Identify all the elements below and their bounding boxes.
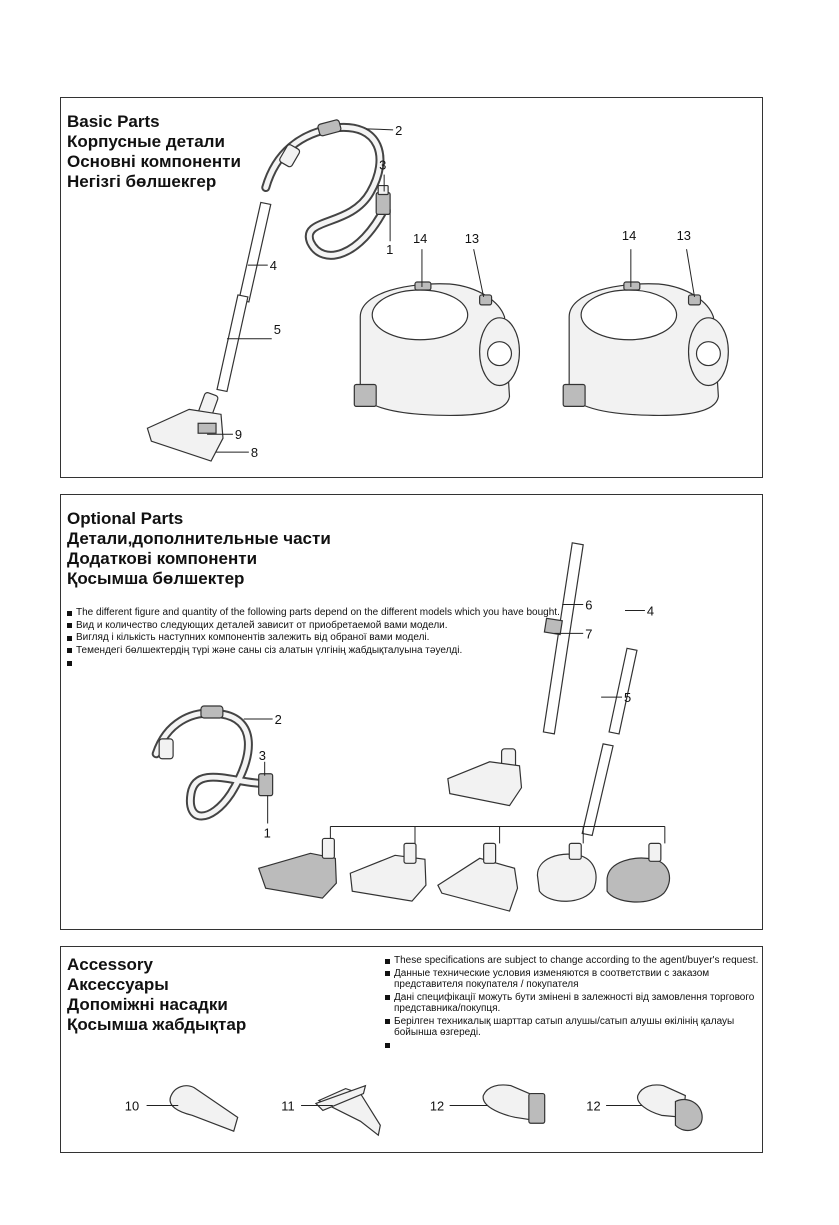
accessory-panel: 10 11 12 12 Accessory Аксессуары Допоміж…: [60, 946, 763, 1153]
vacuum-body-illustration: [353, 281, 521, 417]
callout-9: 9: [235, 427, 242, 442]
floor-brush-illustration: [146, 392, 224, 462]
callout-5: 5: [624, 690, 631, 705]
title-ru: Аксессуары: [67, 975, 169, 994]
callout-14: 14: [413, 231, 427, 246]
basic-parts-illustration: 2 3 1 4 5 9 8 14 13 14 13: [146, 119, 729, 462]
title-kk: Қосымша бөлшектер: [67, 569, 245, 588]
note-uk: Дані специфікації можуть бути змінені в …: [385, 992, 760, 1015]
callout-5: 5: [274, 322, 281, 337]
callout-3: 3: [379, 158, 386, 173]
title-ru: Корпусные детали: [67, 132, 225, 151]
tube-illustration: [542, 542, 638, 837]
title-kk: Негізгі бөлшекгер: [67, 172, 217, 191]
callout-1: 1: [386, 242, 393, 257]
note-en: The different figure and quantity of the…: [67, 607, 587, 619]
title-uk: Додаткові компоненти: [67, 549, 258, 568]
floor-brush-illustration: [349, 842, 427, 902]
accessory-titles: Accessory Аксессуары Допоміжні насадки Қ…: [67, 955, 246, 1035]
callout-1: 1: [264, 825, 271, 840]
callout-13: 13: [677, 228, 691, 243]
callout-13: 13: [465, 231, 479, 246]
callout-3: 3: [259, 748, 266, 763]
callout-12: 12: [586, 1098, 600, 1113]
title-en: Accessory: [67, 955, 154, 974]
title-kk: Қосымша жабдықтар: [67, 1015, 247, 1034]
callout-2: 2: [275, 712, 282, 727]
floor-brush-illustration: [447, 748, 523, 807]
note-kk: Темендегі бөлшектердің түрі және саны сі…: [67, 645, 587, 657]
callout-4: 4: [270, 258, 277, 273]
callout-4: 4: [647, 603, 654, 618]
callout-8: 8: [251, 445, 258, 460]
basic-parts-panel: 2 3 1 4 5 9 8 14 13 14 13 Basic Parts Ко…: [60, 97, 763, 478]
hose-illustration: [151, 705, 274, 821]
callout-14: 14: [622, 228, 636, 243]
title-ru: Детали,дополнительные части: [67, 529, 331, 548]
note-ru: Данные технические условия изменяются в …: [385, 968, 760, 991]
callout-6: 6: [585, 597, 592, 612]
floor-brush-illustration: [257, 837, 337, 899]
optional-parts-notes: The different figure and quantity of the…: [67, 607, 587, 666]
note-kk: Берілген техникалық шарттар сатып алушы/…: [385, 1016, 760, 1039]
note-ru: Вид и количество следующих деталей завис…: [67, 620, 587, 632]
hose-illustration: [261, 119, 391, 260]
note-en: These specifications are subject to chan…: [385, 955, 760, 967]
callout-12: 12: [430, 1098, 444, 1113]
dusting-brush-illustration: [482, 1084, 546, 1124]
title-en: Basic Parts: [67, 112, 160, 131]
note-uk: Вигляд і кількість наступних компонентів…: [67, 632, 587, 644]
title-uk: Основні компоненти: [67, 152, 241, 171]
dusting-brush-illustration: [637, 1084, 703, 1132]
crevice-tool-illustration: [169, 1085, 239, 1132]
callout-2: 2: [395, 123, 402, 138]
optional-parts-illustration: 6 7 4 5 2 3 1: [151, 542, 671, 912]
optional-parts-panel: 6 7 4 5 2 3 1 Optional Parts Детали,допо…: [60, 494, 763, 930]
tube-illustration: [216, 201, 272, 393]
title-uk: Допоміжні насадки: [67, 995, 228, 1014]
basic-parts-titles: Basic Parts Корпусные детали Основні ком…: [67, 112, 241, 192]
accessory-illustration: 10 11 12 12: [125, 1084, 703, 1137]
callout-10: 10: [125, 1098, 139, 1113]
floor-brush-illustration: [606, 842, 671, 903]
floor-brush-illustration: [536, 842, 597, 902]
callout-7: 7: [585, 626, 592, 641]
vacuum-body-illustration: [562, 281, 729, 417]
title-en: Optional Parts: [67, 509, 184, 528]
accessory-notes: These specifications are subject to chan…: [385, 955, 760, 1048]
floor-brush-illustration: [437, 842, 519, 912]
callout-11: 11: [281, 1098, 294, 1113]
optional-parts-titles: Optional Parts Детали,дополнительные час…: [67, 509, 331, 589]
upholstery-tool-illustration: [314, 1084, 381, 1137]
